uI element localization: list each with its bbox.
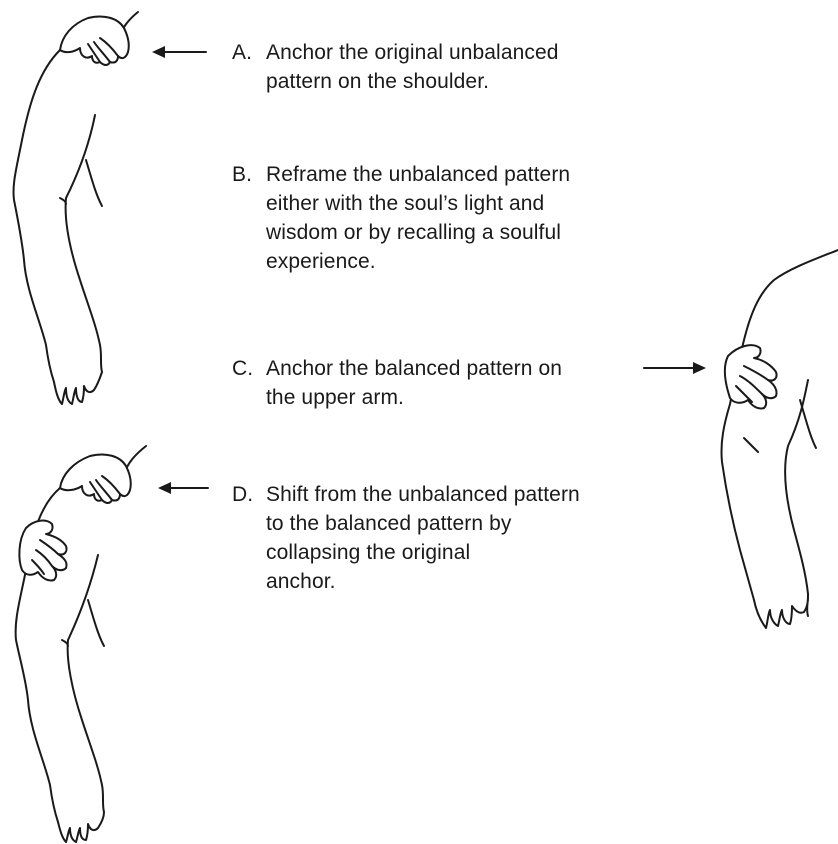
step-line: either with the soul’s light and — [232, 189, 570, 218]
step-a: A.Anchor the original unbalanced pattern… — [232, 38, 559, 96]
step-c: C.Anchor the balanced pattern on the upp… — [232, 354, 562, 412]
arm-shoulder-anchor-figure — [13, 12, 138, 404]
step-letter: D. — [232, 480, 266, 509]
arrow-c — [644, 362, 706, 374]
step-letter: A. — [232, 38, 266, 67]
arrow-a — [152, 46, 206, 58]
step-letter: B. — [232, 160, 266, 189]
step-line: pattern on the shoulder. — [232, 67, 559, 96]
arm-collapse-anchor-figure — [16, 446, 146, 842]
step-line: Anchor the balanced pattern on — [266, 357, 562, 380]
step-line: the upper arm. — [232, 383, 562, 412]
step-line: Shift from the unbalanced pattern — [266, 483, 580, 506]
step-line: Anchor the original unbalanced — [266, 41, 559, 64]
step-line: collapsing the original — [232, 538, 580, 567]
step-line: to the balanced pattern by — [232, 509, 580, 538]
step-b: B.Reframe the unbalanced pattern either … — [232, 160, 570, 276]
step-line: experience. — [232, 247, 570, 276]
step-line: anchor. — [232, 567, 580, 596]
step-line: wisdom or by recalling a soulful — [232, 218, 570, 247]
arm-upper-arm-anchor-figure — [721, 250, 838, 628]
step-d: D.Shift from the unbalanced pattern to t… — [232, 480, 580, 596]
arrow-d — [158, 482, 208, 494]
step-line: Reframe the unbalanced pattern — [266, 163, 570, 186]
step-letter: C. — [232, 354, 266, 383]
